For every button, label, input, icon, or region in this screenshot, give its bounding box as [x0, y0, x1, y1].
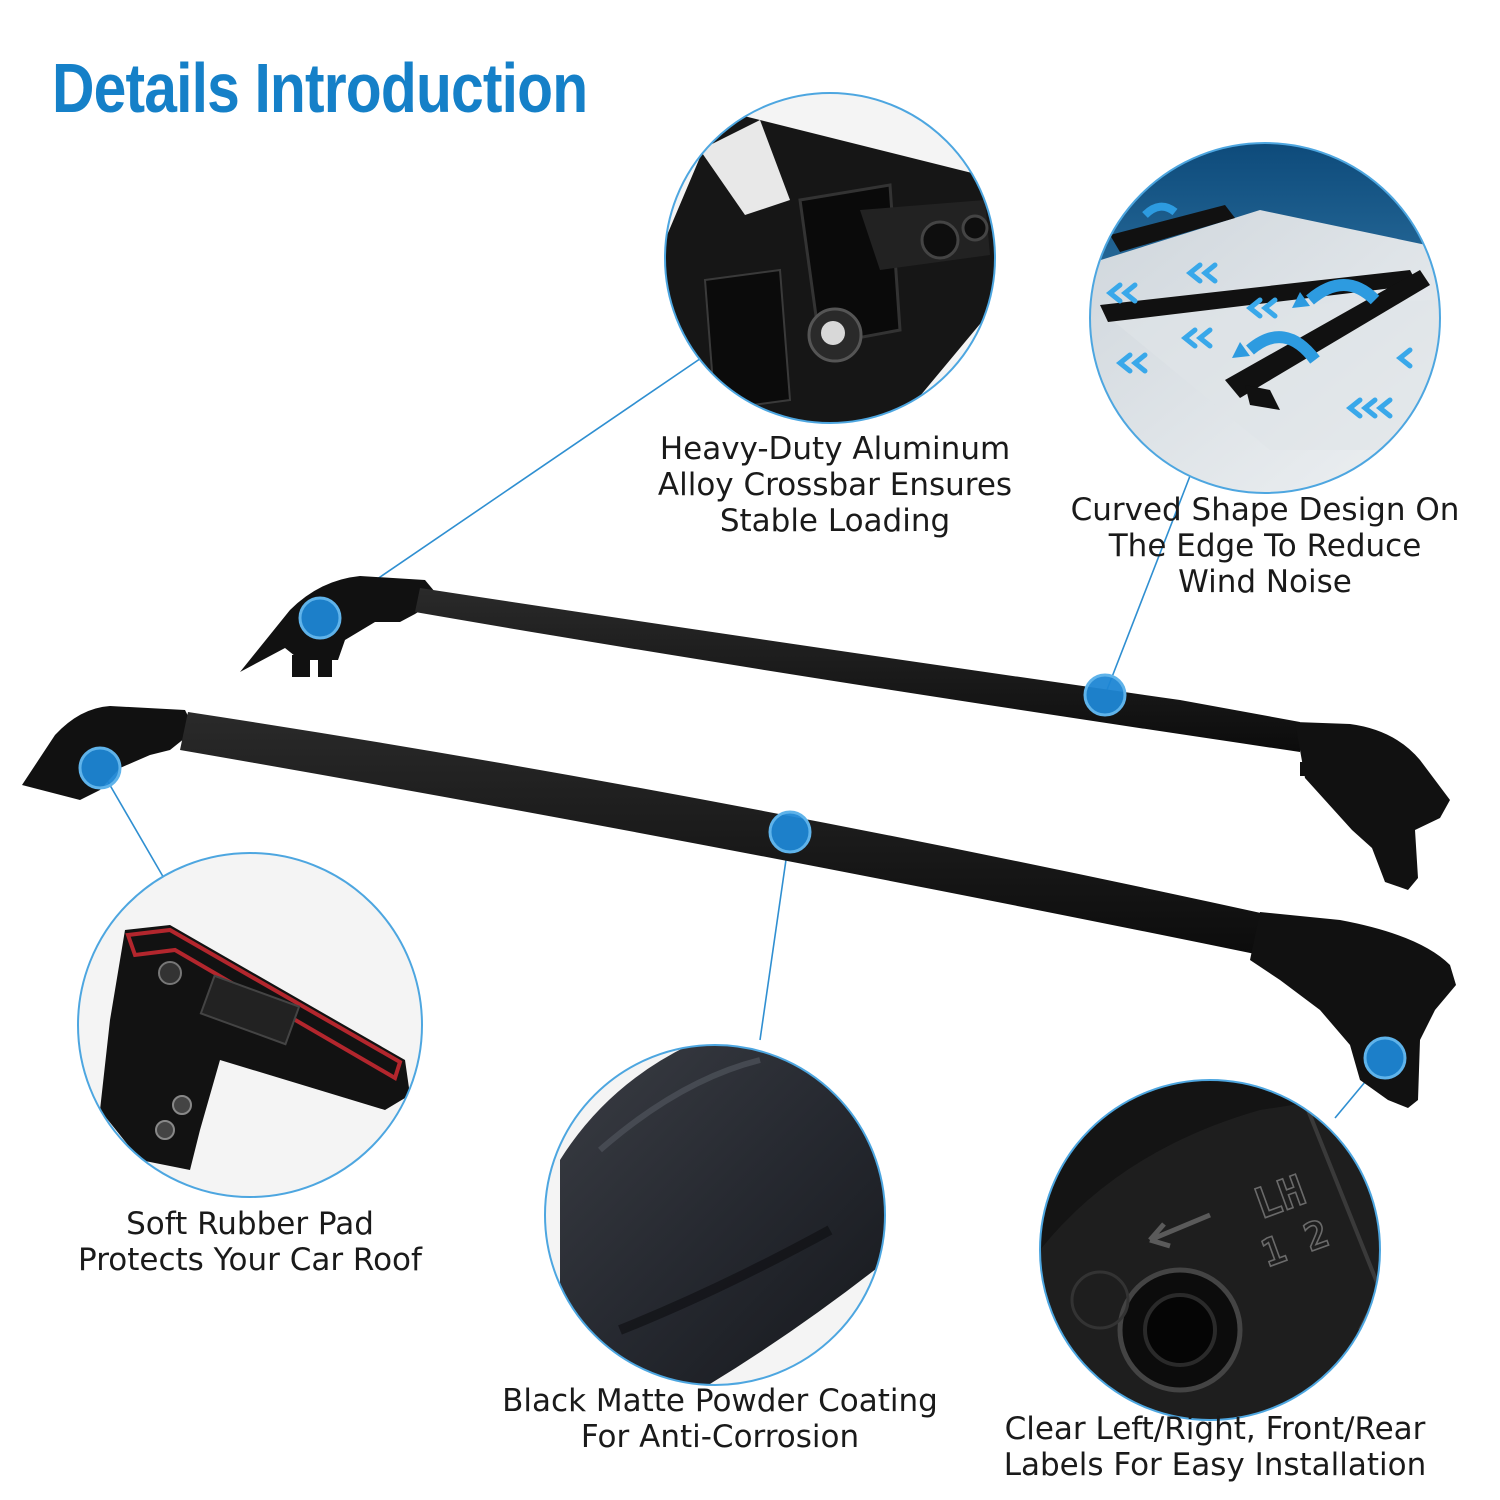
- callout-dot-mount: [298, 596, 342, 640]
- matte-coating-closeup-image: [544, 1044, 886, 1386]
- callout-line-curved: [1104, 475, 1191, 696]
- callout-lines: [99, 351, 1386, 1119]
- caption-curved-line-2: The Edge To Reduce: [1108, 528, 1422, 564]
- callout-line-rubber: [99, 767, 166, 881]
- caption-rubber-line-1: Soft Rubber Pad: [126, 1206, 374, 1242]
- caption-curved: Curved Shape Design On The Edge To Reduc…: [1030, 492, 1500, 600]
- page-title: Details Introduction: [52, 49, 588, 127]
- callout-line-mount: [319, 351, 711, 619]
- callout-dot-curved: [1083, 673, 1127, 717]
- callout-line-coating: [759, 831, 791, 1041]
- callout-dot-coating: [768, 810, 812, 854]
- rear-crossbar: [240, 576, 1450, 890]
- lh-label-closeup-image: LH 1 2: [1039, 1079, 1381, 1421]
- caption-mount-line-1: Heavy-Duty Aluminum: [659, 431, 1011, 467]
- caption-labels-line-2: Labels For Easy Installation: [1003, 1447, 1427, 1483]
- caption-rubber-line-2: Protects Your Car Roof: [78, 1242, 422, 1278]
- caption-mount-line-2: Alloy Crossbar Ensures: [657, 467, 1013, 503]
- caption-mount: Heavy-Duty Aluminum Alloy Crossbar Ensur…: [605, 431, 1065, 539]
- caption-curved-line-1: Curved Shape Design On: [1070, 492, 1460, 528]
- caption-coating-line-1: Black Matte Powder Coating: [502, 1383, 938, 1419]
- caption-mount-line-3: Stable Loading: [719, 503, 951, 539]
- mount-closeup-image: [664, 92, 996, 424]
- callout-dots: [78, 596, 1407, 1080]
- caption-labels-line-1: Clear Left/Right, Front/Rear: [1004, 1411, 1426, 1447]
- caption-curved-line-3: Wind Noise: [1178, 564, 1352, 600]
- caption-coating-line-2: For Anti-Corrosion: [580, 1419, 860, 1455]
- caption-labels: Clear Left/Right, Front/Rear Labels For …: [965, 1411, 1465, 1483]
- callout-dot-rubber: [78, 746, 122, 790]
- caption-rubber: Soft Rubber Pad Protects Your Car Roof: [40, 1206, 460, 1278]
- caption-coating: Black Matte Powder Coating For Anti-Corr…: [470, 1383, 970, 1455]
- car-roof-closeup-image: [1089, 142, 1441, 494]
- callout-dot-labels: [1363, 1036, 1407, 1080]
- rubber-pad-closeup-image: [77, 852, 423, 1198]
